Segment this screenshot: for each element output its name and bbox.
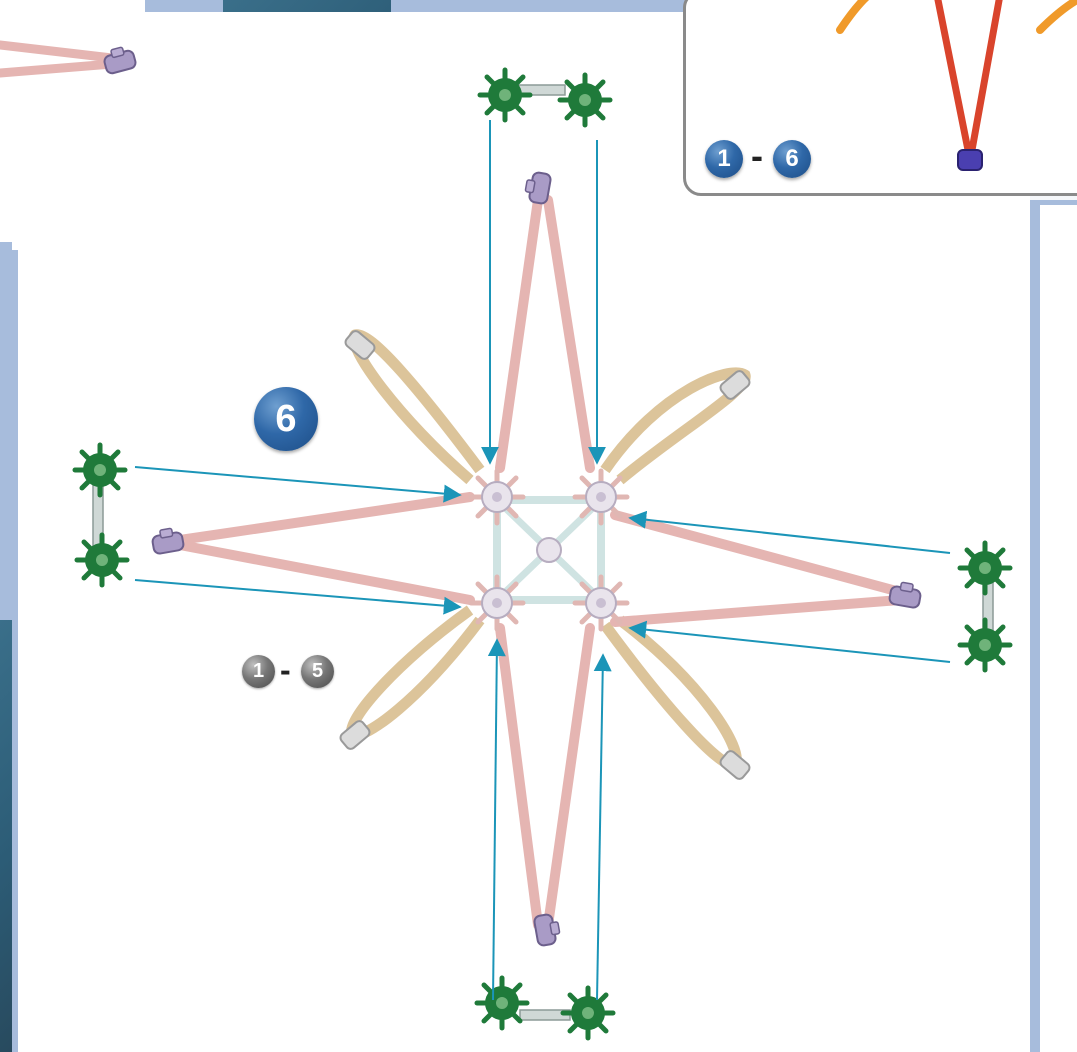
top-right-inset-panel [683,0,1077,196]
step-number-badge: 6 [254,387,318,451]
previous-range-dash: - [280,652,291,688]
inset-right-rods [836,0,1077,171]
inset-range-dash: - [751,135,763,176]
green-connectors-left [75,445,127,585]
green-connectors-bottom [477,978,613,1038]
inset-range-end-text: 6 [785,145,799,172]
inset-range-start-text: 1 [717,145,731,172]
previous-range-start-badge: 1 [242,655,275,688]
step-number-text: 6 [275,397,297,440]
right-frame-inner [1040,205,1077,1052]
inset-range-end-badge: 6 [773,140,811,178]
green-connectors-top [480,70,610,125]
left-teal-strip [0,620,12,1052]
green-connectors-right [960,543,1010,670]
left-teal-strip-edge [12,250,18,1052]
previous-range-end-text: 5 [311,660,324,682]
inset-left-rods [0,40,138,78]
previous-range-end-badge: 5 [301,655,334,688]
inset-range-start-badge: 1 [705,140,743,178]
pink-rods [175,195,905,930]
previous-range-start-text: 1 [252,660,265,682]
assembly-arrows [134,120,951,1001]
